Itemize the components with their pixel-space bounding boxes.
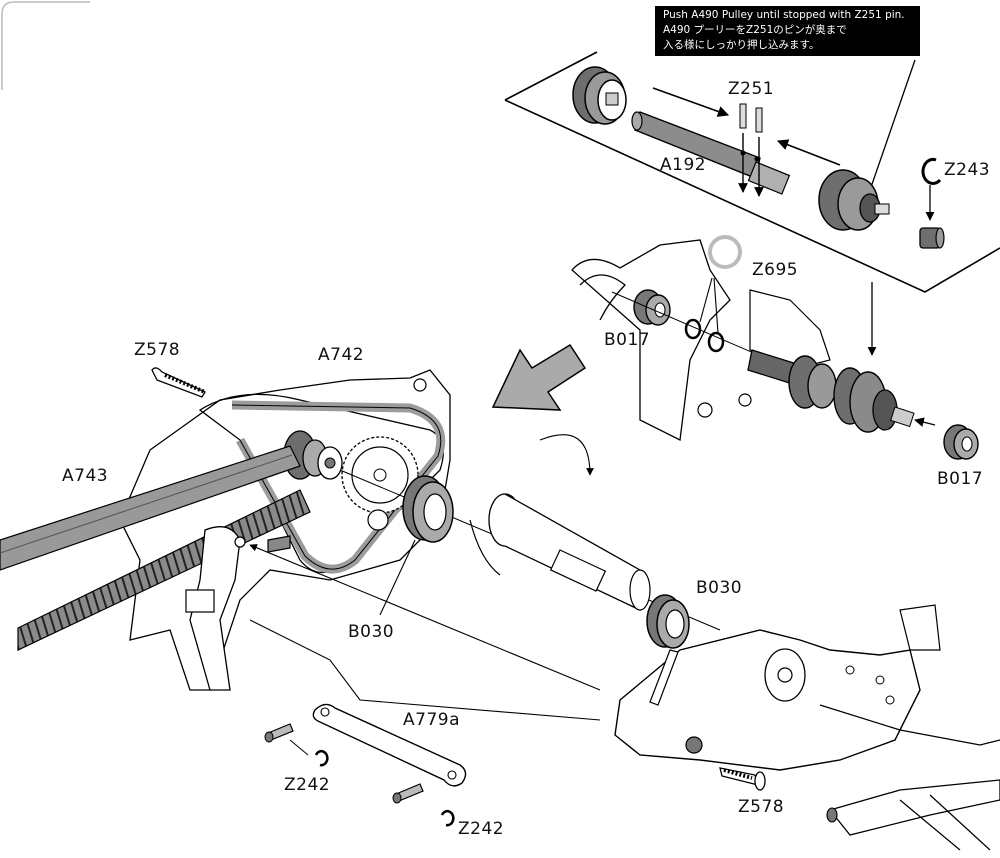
pin-z251 <box>739 103 763 133</box>
gear-arrow <box>539 434 594 476</box>
collar <box>919 227 945 249</box>
rear-bulkhead <box>571 239 831 441</box>
label-b017-right: B017 <box>937 469 984 489</box>
label-a779a: A779a <box>403 710 460 730</box>
pulley-a490-left <box>572 66 627 125</box>
left-arm <box>185 526 291 691</box>
pin-z242-right <box>392 783 424 804</box>
bearing-b030-right <box>646 594 690 649</box>
z695-leader-b <box>713 277 719 334</box>
e-clip-z243 <box>921 157 942 185</box>
rack-a743 <box>0 445 311 651</box>
outline-path <box>249 619 601 721</box>
label-a743: A743 <box>62 466 109 486</box>
screw-z578-top <box>151 367 206 398</box>
label-a192: A192 <box>660 155 707 175</box>
instruction-line-jp-2: 入る様にしっかり押し込みます。 <box>663 39 820 51</box>
bearing-b030-left <box>402 475 454 543</box>
instruction-callout: Push A490 Pulley until stopped with Z251… <box>655 6 920 56</box>
assembled-axle-pulleys <box>747 349 915 433</box>
label-z695: Z695 <box>752 260 799 280</box>
pulley-a490-right <box>818 169 890 231</box>
push-arrow-right <box>652 87 730 117</box>
label-z578-bottom: Z578 <box>738 797 785 817</box>
label-z578-top: Z578 <box>134 340 181 360</box>
e-clip-z242-left <box>314 749 329 767</box>
spacer-z695-b <box>707 331 725 353</box>
label-b017-left: B017 <box>604 330 651 350</box>
instruction-line-jp-1: A490 プーリーをZ251のピンが奥まで <box>663 24 847 36</box>
screw-z578-bottom <box>719 767 766 791</box>
label-z243: Z243 <box>944 160 991 180</box>
push-arrow-left <box>776 139 841 166</box>
arm-arrow <box>249 544 601 691</box>
label-z242-right: Z242 <box>458 819 505 839</box>
center-shaft <box>339 469 721 631</box>
direction-arrow <box>491 343 587 411</box>
e-clip-z242-right <box>440 809 455 827</box>
z695-leader-a <box>699 277 713 323</box>
inset-subassembly <box>504 51 1000 293</box>
label-b030-left: B030 <box>348 622 395 642</box>
right-mount-plate <box>614 604 1000 771</box>
chassis <box>119 369 451 691</box>
corner-outline <box>1 1 90 90</box>
label-z242-left: Z242 <box>284 775 331 795</box>
instruction-line-en: Push A490 Pulley until stopped with Z251… <box>663 9 905 21</box>
b030-left-leader <box>379 539 416 616</box>
bearing-b017-right <box>943 424 979 460</box>
b017-right-arrow <box>914 417 936 427</box>
label-a742: A742 <box>318 345 365 365</box>
pin-z242-left <box>264 723 294 743</box>
label-b030-right: B030 <box>696 578 743 598</box>
link-a779a <box>312 703 467 787</box>
spacer-z695-a <box>684 318 702 340</box>
label-z251: Z251 <box>728 79 775 99</box>
spacer-z695-ring <box>708 235 742 269</box>
z242-left-leader <box>289 739 309 756</box>
axle-a192 <box>631 111 791 195</box>
lower-arm <box>826 779 1000 851</box>
callout-leader <box>869 59 916 191</box>
axis-line-upper <box>611 291 771 361</box>
